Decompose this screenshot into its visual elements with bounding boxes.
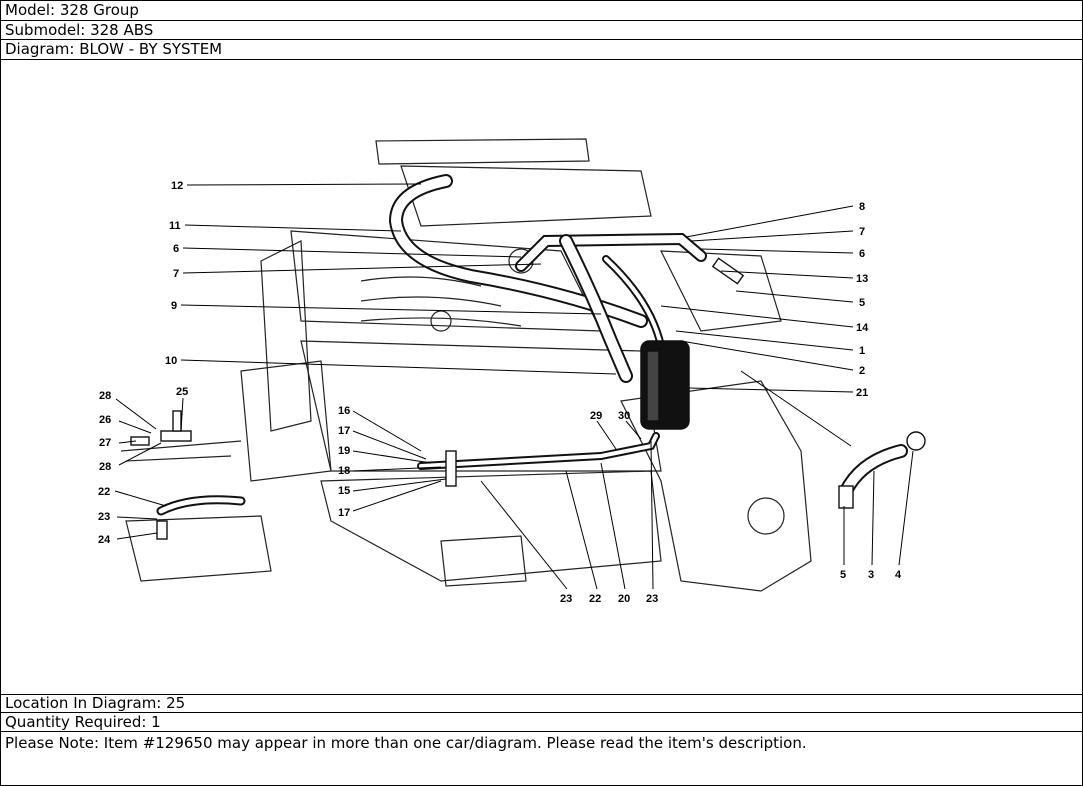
callout-22-b: 22 bbox=[589, 593, 601, 605]
callout-10: 10 bbox=[165, 355, 177, 367]
callout-12: 12 bbox=[171, 180, 183, 192]
callout-2: 2 bbox=[859, 365, 865, 377]
callout-25: 25 bbox=[176, 386, 188, 398]
callout-7-right: 7 bbox=[859, 226, 865, 238]
callout-17-top: 17 bbox=[338, 425, 350, 437]
fittings bbox=[130, 257, 926, 540]
callout-23-b: 23 bbox=[646, 593, 658, 605]
callout-14: 14 bbox=[856, 322, 869, 334]
leader-lines bbox=[114, 183, 914, 590]
callout-6-left: 6 bbox=[173, 243, 179, 255]
callout-20: 20 bbox=[618, 593, 630, 605]
hoses bbox=[156, 174, 908, 516]
callout-30: 30 bbox=[618, 410, 630, 422]
callout-4: 4 bbox=[895, 569, 902, 581]
callout-24: 24 bbox=[98, 534, 111, 546]
quantity-label: Quantity Required: 1 bbox=[1, 713, 1082, 732]
callout-23-left: 23 bbox=[98, 511, 110, 523]
callout-19: 19 bbox=[338, 445, 350, 457]
diagram-drawing: 12 11 6 7 9 10 8 7 6 13 5 14 1 2 21 28 2… bbox=[98, 138, 926, 605]
callout-21: 21 bbox=[856, 387, 868, 399]
callout-17-bottom: 17 bbox=[338, 507, 350, 519]
callout-15: 15 bbox=[338, 485, 350, 497]
oil-separator bbox=[640, 340, 690, 430]
callout-9: 9 bbox=[171, 300, 177, 312]
location-label: Location In Diagram: 25 bbox=[1, 694, 1082, 713]
diagram-title: Diagram: BLOW - BY SYSTEM bbox=[1, 40, 1082, 60]
callout-5-right: 5 bbox=[859, 297, 865, 309]
callout-6-right: 6 bbox=[859, 248, 865, 260]
callout-28-bottom: 28 bbox=[99, 461, 111, 473]
model-label: Model: 328 Group bbox=[1, 1, 1082, 21]
callout-8: 8 bbox=[859, 201, 865, 213]
callout-7-left: 7 bbox=[173, 268, 179, 280]
callout-5-bottom: 5 bbox=[840, 569, 846, 581]
callout-27: 27 bbox=[99, 437, 111, 449]
callout-18: 18 bbox=[338, 465, 350, 477]
submodel-label: Submodel: 328 ABS bbox=[1, 21, 1082, 40]
callout-1: 1 bbox=[859, 345, 865, 357]
engine-outline bbox=[120, 138, 812, 592]
note-text: Please Note: Item #129650 may appear in … bbox=[5, 734, 807, 752]
callout-11: 11 bbox=[169, 220, 181, 232]
callout-13: 13 bbox=[856, 273, 868, 285]
callout-29: 29 bbox=[590, 410, 602, 422]
callout-22-left: 22 bbox=[98, 486, 110, 498]
callout-26: 26 bbox=[99, 414, 111, 426]
callout-16: 16 bbox=[338, 405, 350, 417]
callout-23-a: 23 bbox=[560, 593, 572, 605]
exploded-diagram: 12 11 6 7 9 10 8 7 6 13 5 14 1 2 21 28 2… bbox=[1, 60, 1082, 695]
callout-28-top: 28 bbox=[99, 390, 111, 402]
callout-3: 3 bbox=[868, 569, 874, 581]
